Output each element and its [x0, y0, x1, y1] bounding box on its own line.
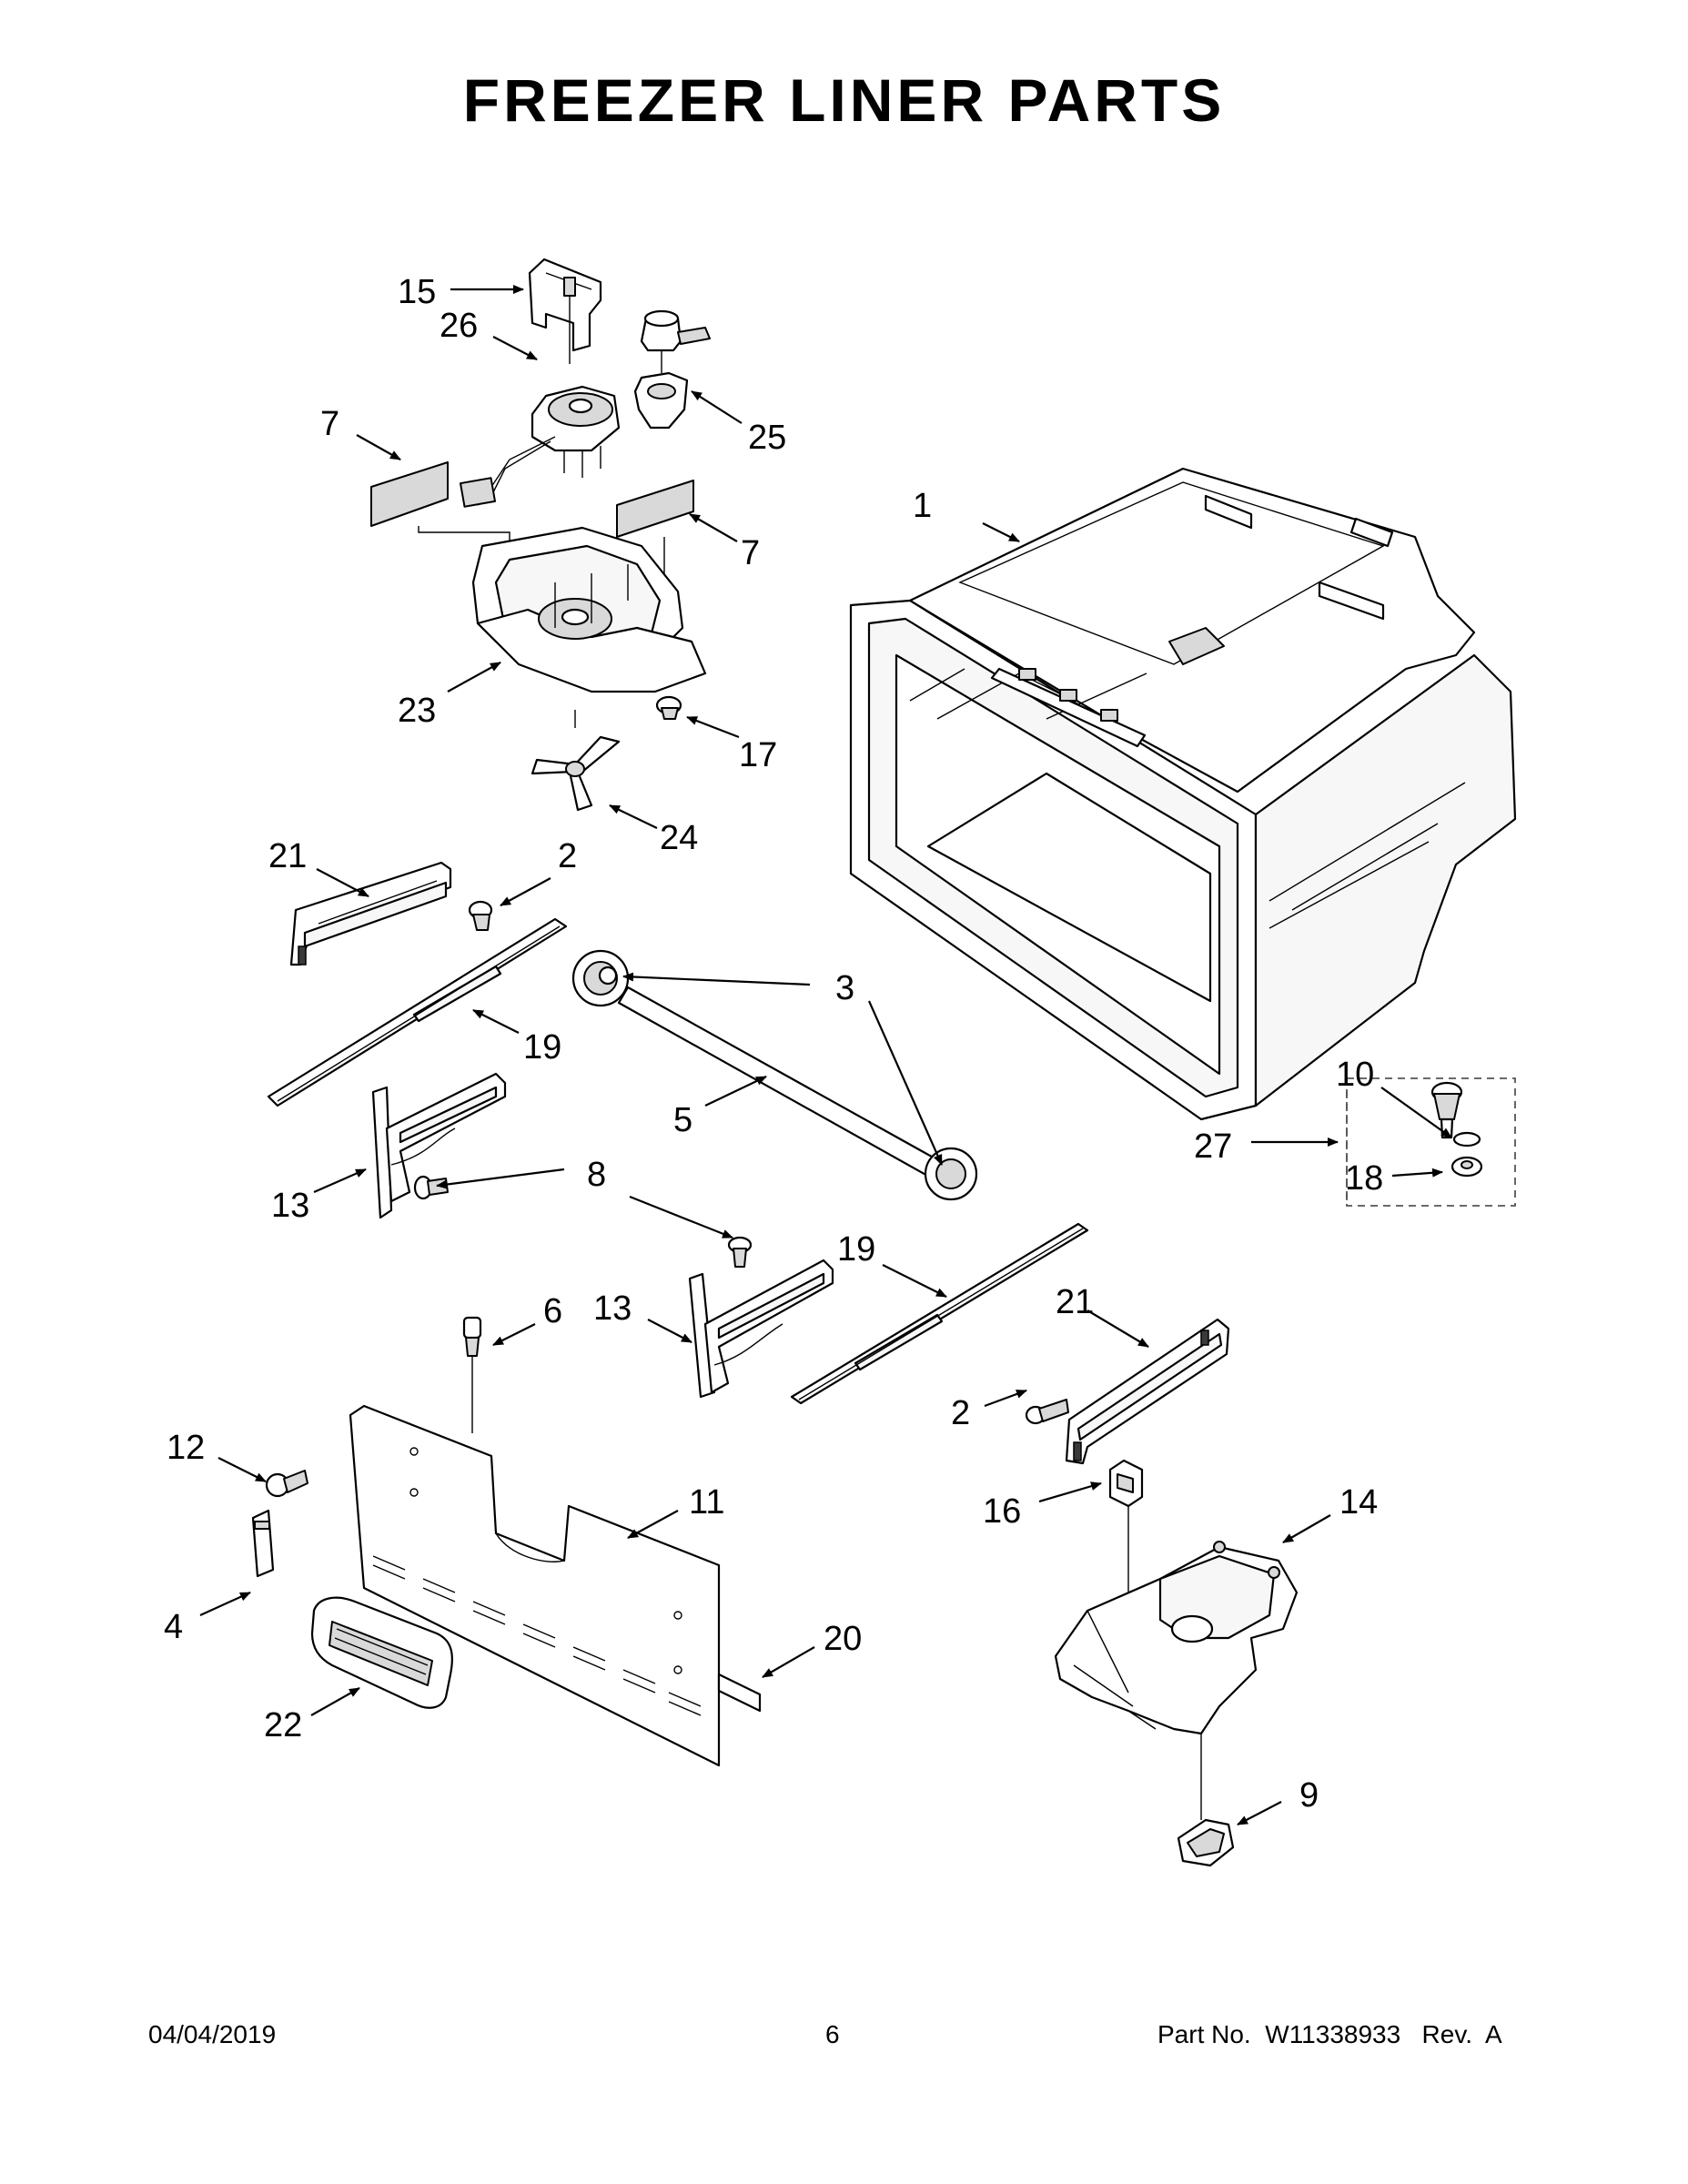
part-3-gear-right [924, 1147, 978, 1201]
callout-11: 11 [689, 1483, 724, 1522]
part-21-slide-bracket-right [1065, 1318, 1230, 1465]
guide-line [418, 526, 510, 546]
callout-24: 24 [660, 819, 698, 857]
callout-7-upper: 7 [320, 405, 339, 443]
part-22-vent-grille [310, 1596, 453, 1709]
callout-26: 26 [440, 307, 478, 345]
part-27-drain-kit [1346, 1077, 1516, 1207]
part-24-fan-blade [531, 735, 621, 812]
callout-10: 10 [1336, 1056, 1374, 1094]
callout-7-lower: 7 [741, 534, 760, 572]
part-17-screw [655, 695, 682, 720]
part-4-clip [251, 1509, 275, 1578]
callout-1: 1 [913, 487, 932, 525]
part-9-drain-fitting [1177, 1818, 1235, 1867]
callout-9: 9 [1299, 1776, 1319, 1815]
callout-4: 4 [164, 1608, 183, 1646]
callout-17: 17 [739, 736, 777, 774]
callout-2-upper: 2 [558, 837, 577, 875]
callout-19-upper: 19 [523, 1028, 561, 1067]
callout-23: 23 [398, 692, 436, 730]
part-7-insulation-pad-left [370, 461, 449, 527]
part-19-slide-rail-left [267, 917, 568, 1107]
callout-2-lower: 2 [951, 1394, 970, 1432]
part-11-rear-cover [349, 1404, 721, 1767]
callout-20: 20 [824, 1620, 862, 1658]
footer-page-number: 6 [825, 2020, 840, 2048]
callout-22: 22 [264, 1706, 302, 1744]
part-26-fan-motor [460, 385, 621, 508]
callout-14: 14 [1339, 1483, 1378, 1522]
part-12-screw [265, 1470, 308, 1498]
callout-6: 6 [543, 1292, 562, 1330]
part-23-fan-housing [471, 526, 707, 728]
callout-13-right: 13 [593, 1289, 632, 1328]
callout-13-left: 13 [271, 1187, 309, 1225]
leader-lines [199, 285, 1452, 1825]
part-5-connecting-shaft [617, 986, 948, 1183]
part-10-drain-tube [1430, 1081, 1481, 1148]
part-25-damper [633, 309, 711, 430]
callout-3: 3 [835, 969, 854, 1007]
part-7-insulation-pad-right [616, 480, 694, 538]
part-20-foam-strip [717, 1673, 762, 1713]
callout-15: 15 [398, 273, 436, 311]
footer-part-number: Part No. W11338933 Rev. A [1157, 2020, 1502, 2048]
page-title: FREEZER LINER PARTS [462, 66, 1226, 134]
callout-21-upper: 21 [268, 837, 307, 875]
part-2-screw-lower [1025, 1399, 1069, 1425]
part-15-bracket [528, 258, 602, 364]
callout-18: 18 [1345, 1159, 1383, 1198]
part-19-slide-rail-right [790, 1222, 1089, 1405]
part-3-gear-left [571, 949, 630, 1007]
callout-5: 5 [673, 1101, 692, 1139]
part-8-screw-left [413, 1175, 449, 1200]
callout-16: 16 [983, 1492, 1021, 1531]
callout-12: 12 [167, 1429, 205, 1467]
part-1-freezer-liner [849, 467, 1517, 1121]
part-13-bracket-right [688, 1259, 834, 1399]
part-18-drain-cap [1450, 1156, 1483, 1178]
part-2-screw-upper [468, 900, 493, 931]
part-6-sensor [462, 1316, 482, 1433]
callout-19-lower: 19 [837, 1230, 875, 1269]
callout-8: 8 [587, 1156, 606, 1194]
part-8-screw-right [727, 1236, 753, 1268]
part-21-slide-bracket-left [289, 861, 452, 966]
callout-21-lower: 21 [1056, 1283, 1094, 1321]
callout-labels: 15 26 25 7 7 1 23 17 24 21 2 3 19 5 8 13… [164, 273, 1383, 1815]
callout-25: 25 [748, 419, 786, 457]
footer-date: 04/04/2019 [148, 2020, 277, 2048]
callout-27: 27 [1194, 1127, 1232, 1166]
part-13-bracket-left [371, 1072, 507, 1219]
part-14-housing [1054, 1541, 1299, 1820]
